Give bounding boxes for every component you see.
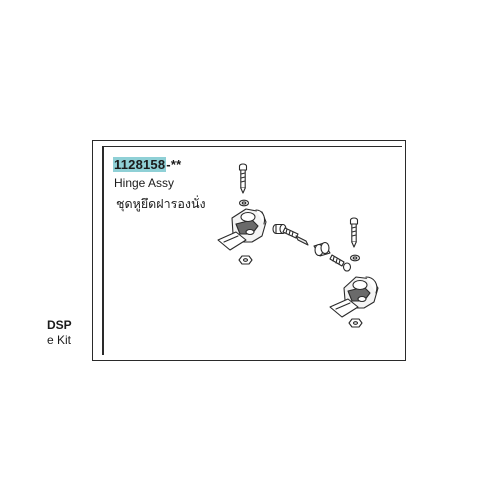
left-hinge-body — [217, 208, 267, 251]
left-screw — [238, 163, 248, 194]
part-number: 1128158-** — [113, 157, 181, 172]
right-washer — [349, 254, 361, 262]
axle-bushing — [313, 241, 331, 257]
side-label-code: DSP — [47, 318, 72, 332]
part-number-suffix: -** — [166, 157, 182, 172]
frame-top-rule — [102, 146, 402, 147]
side-label-kit: e Kit — [47, 333, 72, 347]
left-washer — [238, 199, 250, 207]
axle-shaft — [282, 227, 309, 246]
right-hinge-body — [329, 276, 379, 318]
frame-divider — [102, 146, 104, 355]
axle-shaft-2 — [329, 254, 352, 272]
part-name-english: Hinge Assy — [114, 176, 175, 190]
part-number-highlight: 1128158 — [113, 157, 167, 172]
left-nut — [238, 255, 253, 265]
axle-collar-1 — [272, 223, 287, 235]
catalog-frame — [92, 140, 406, 361]
right-screw — [349, 217, 359, 248]
right-nut — [348, 318, 363, 328]
part-name-thai: ชุดหูยึดฝารองนั่ง — [116, 197, 206, 211]
